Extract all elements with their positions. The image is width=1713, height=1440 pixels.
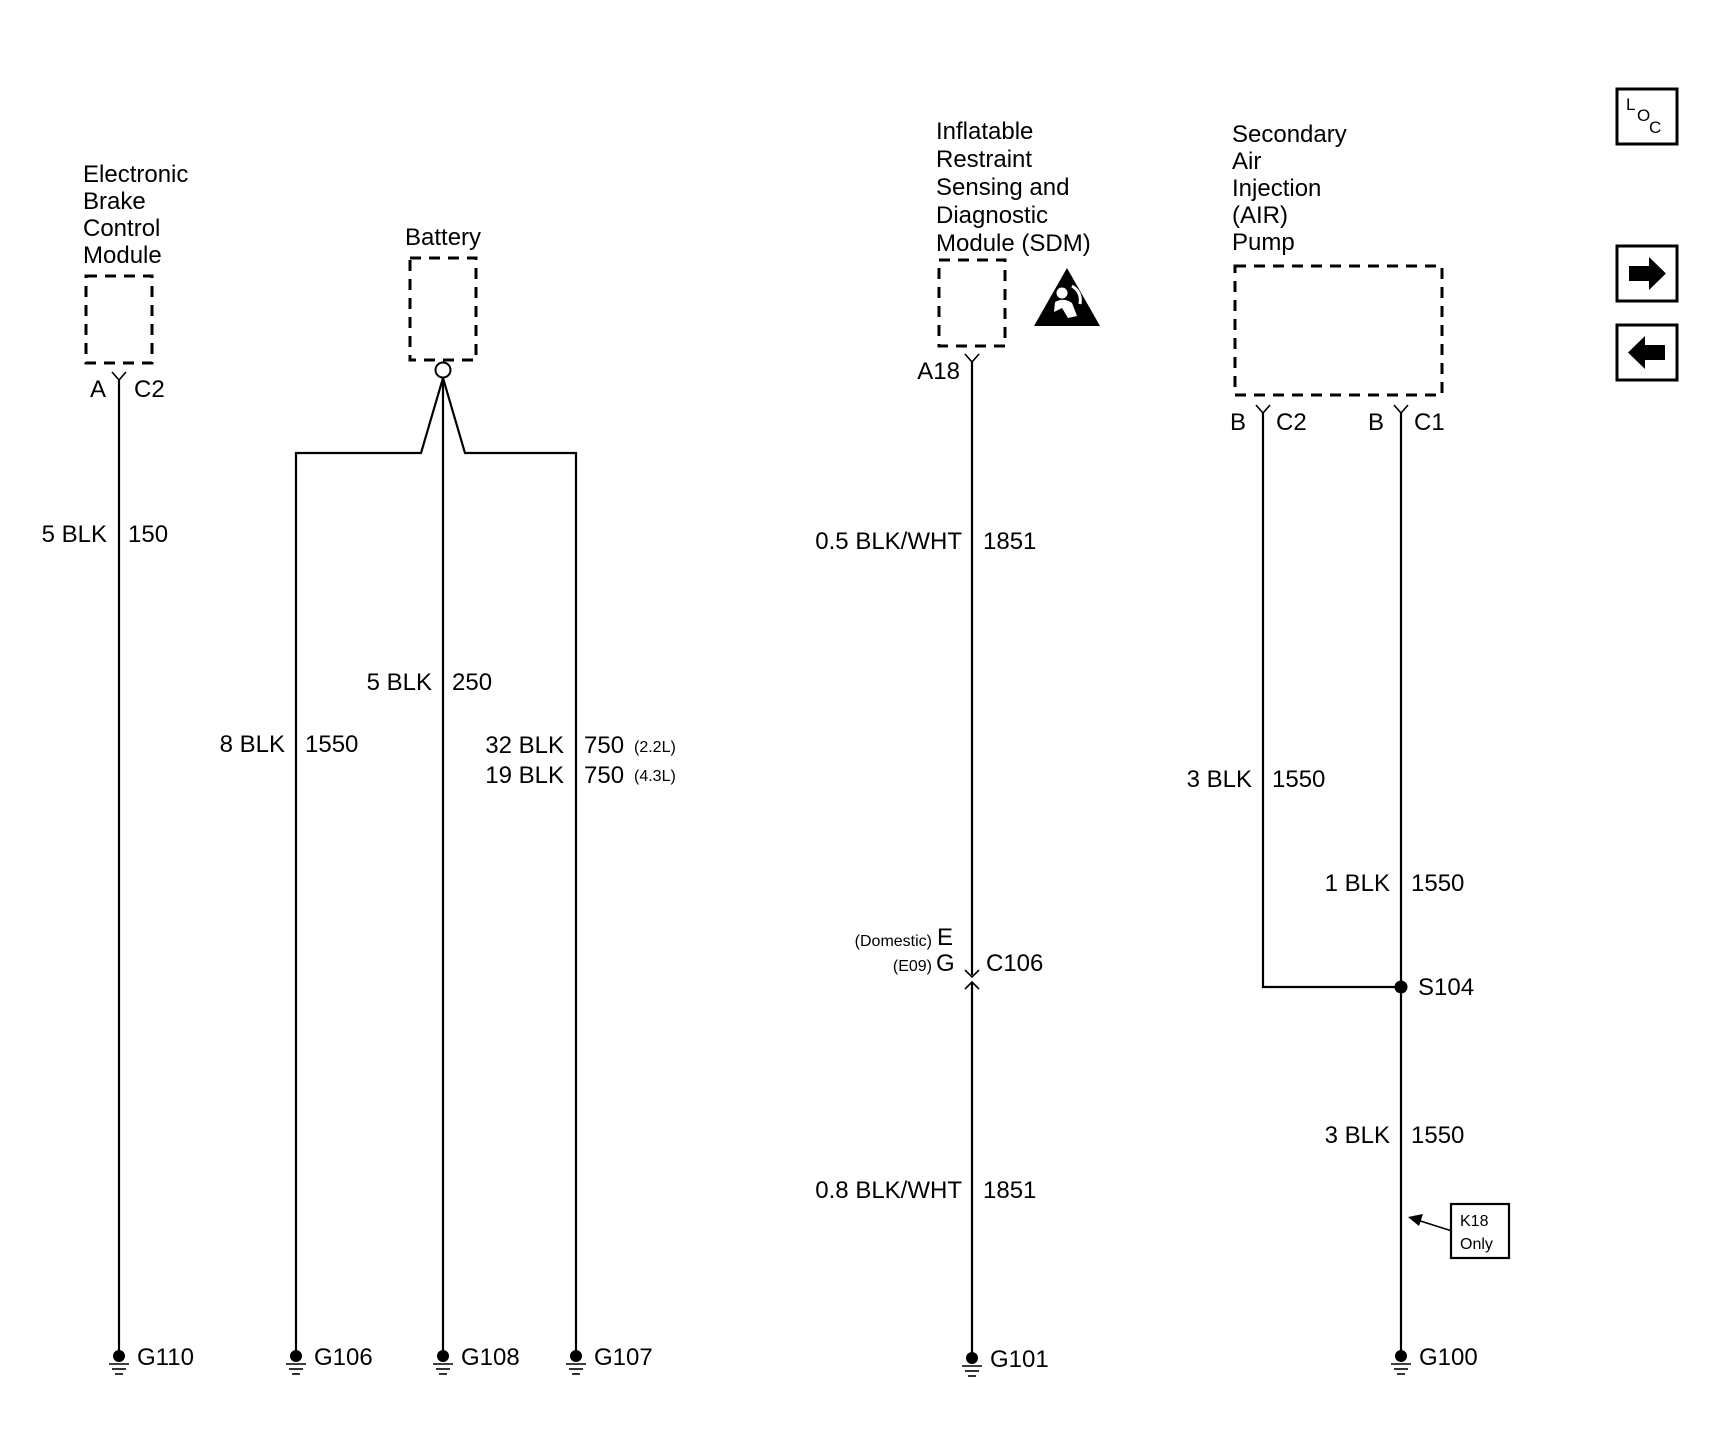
air-connector-c2: C2 xyxy=(1276,409,1307,436)
sdm-label-line-1: Inflatable xyxy=(936,118,1033,145)
loc-letter-c: C xyxy=(1649,118,1661,137)
air-right-circuit: 1550 xyxy=(1411,870,1464,897)
ebcm-connector: C2 xyxy=(134,376,165,403)
ground-g110-label: G110 xyxy=(137,1344,194,1371)
c106-label: C106 xyxy=(986,950,1043,977)
battery-center-gauge: 5 BLK xyxy=(367,669,432,696)
splice-s104-label: S104 xyxy=(1418,974,1474,1001)
air-lower-gauge: 3 BLK xyxy=(1325,1122,1390,1149)
ground-g107: G107 xyxy=(566,1344,653,1375)
battery-left-circuit: 1550 xyxy=(305,731,358,758)
air-pump-box xyxy=(1233,264,1444,397)
ground-g106-label: G106 xyxy=(314,1344,373,1371)
ebcm-component: Electronic Brake Control Module A C2 5 B… xyxy=(42,161,188,1352)
air-pin-right: B xyxy=(1368,409,1384,436)
ground-g108-label: G108 xyxy=(461,1344,520,1371)
loc-letter-l: L xyxy=(1626,95,1635,114)
battery-right-note-b: (4.3L) xyxy=(634,768,676,785)
air-pump-component: Secondary Air Injection (AIR) Pump B C2 … xyxy=(1187,121,1511,1352)
c106-pin-e: E xyxy=(937,924,953,951)
ebcm-label-line-2: Brake xyxy=(83,188,146,215)
ebcm-connector-symbol xyxy=(111,371,127,382)
back-button[interactable] xyxy=(1615,323,1679,382)
air-left-circuit: 1550 xyxy=(1272,766,1325,793)
forward-button[interactable] xyxy=(1615,244,1679,303)
sdm-component: Inflatable Restraint Sensing and Diagnos… xyxy=(815,118,1100,1354)
ground-g100-label: G100 xyxy=(1419,1344,1478,1371)
ground-g110: G110 xyxy=(109,1344,194,1375)
c106-note-g: (E09) xyxy=(893,958,932,975)
ebcm-label-line-3: Control xyxy=(83,215,160,242)
battery-right-circuit-b: 750 xyxy=(584,762,624,789)
air-label-line-3: Injection xyxy=(1232,175,1321,202)
k18-note-line-2: Only xyxy=(1460,1236,1493,1253)
battery-right-gauge-a: 32 BLK xyxy=(485,732,564,759)
k18-note-line-1: K18 xyxy=(1460,1213,1489,1230)
sdm-upper-circuit: 1851 xyxy=(983,528,1036,555)
k18-only-note: K18 Only xyxy=(1408,1202,1511,1260)
ground-g100: G100 xyxy=(1391,1344,1478,1375)
splice-s104-dot xyxy=(1394,980,1408,994)
battery-center-circuit: 250 xyxy=(452,669,492,696)
ebcm-pin: A xyxy=(90,376,106,403)
air-right-gauge: 1 BLK xyxy=(1325,870,1390,897)
battery-left-gauge: 8 BLK xyxy=(220,731,285,758)
ebcm-label-line-1: Electronic xyxy=(83,161,188,188)
ground-g101-label: G101 xyxy=(990,1346,1049,1373)
air-label-line-4: (AIR) xyxy=(1232,202,1288,229)
c106-connector-male xyxy=(964,980,980,990)
battery-right-gauge-b: 19 BLK xyxy=(485,762,564,789)
air-connector-c1: C1 xyxy=(1414,409,1445,436)
sdm-lower-gauge: 0.8 BLK/WHT xyxy=(815,1177,962,1204)
right-arrow-icon xyxy=(1629,257,1666,290)
air-pin-left: B xyxy=(1230,409,1246,436)
left-arrow-icon xyxy=(1628,336,1665,369)
battery-right-note-a: (2.2L) xyxy=(634,739,676,756)
c106-connector-female xyxy=(964,969,980,979)
sdm-lower-circuit: 1851 xyxy=(983,1177,1036,1204)
loc-letter-o: O xyxy=(1637,106,1650,125)
sdm-box xyxy=(937,258,1007,348)
ebcm-wire-circuit: 150 xyxy=(128,521,168,548)
ground-g108: G108 xyxy=(433,1344,520,1375)
sdm-label-line-2: Restraint xyxy=(936,146,1032,173)
battery-right-wire xyxy=(441,377,578,1352)
battery-left-wire xyxy=(294,377,445,1352)
air-left-wire xyxy=(1261,413,1401,989)
ground-g101: G101 xyxy=(962,1346,1049,1377)
battery-terminal xyxy=(434,361,452,379)
air-left-gauge: 3 BLK xyxy=(1187,766,1252,793)
ground-g106: G106 xyxy=(286,1344,373,1375)
battery-label: Battery xyxy=(405,224,481,251)
battery-box xyxy=(408,256,478,362)
air-connector-c1-symbol xyxy=(1393,404,1409,415)
sdm-label-line-4: Diagnostic xyxy=(936,202,1048,229)
sdm-upper-gauge: 0.5 BLK/WHT xyxy=(815,528,962,555)
location-button[interactable]: L O C xyxy=(1615,87,1679,146)
air-connector-c2-symbol xyxy=(1255,404,1271,415)
ebcm-label-line-4: Module xyxy=(83,242,162,269)
ebcm-box xyxy=(84,274,154,365)
ebcm-wire-gauge: 5 BLK xyxy=(42,521,107,548)
airbag-warning-icon xyxy=(1034,268,1100,326)
sdm-connector-symbol xyxy=(964,353,980,364)
air-label-line-2: Air xyxy=(1232,148,1261,175)
sdm-pin: A18 xyxy=(917,358,960,385)
ground-g107-label: G107 xyxy=(594,1344,653,1371)
air-label-line-1: Secondary xyxy=(1232,121,1347,148)
air-lower-circuit: 1550 xyxy=(1411,1122,1464,1149)
battery-right-circuit-a: 750 xyxy=(584,732,624,759)
sdm-label-line-5: Module (SDM) xyxy=(936,230,1091,257)
c106-pin-g: G xyxy=(936,950,955,977)
sdm-label-line-3: Sensing and xyxy=(936,174,1069,201)
battery-component: Battery 8 BLK 1550 5 BLK 250 32 BLK 750 … xyxy=(220,224,676,1352)
c106-note-e: (Domestic) xyxy=(855,933,932,950)
air-label-line-5: Pump xyxy=(1232,229,1295,256)
